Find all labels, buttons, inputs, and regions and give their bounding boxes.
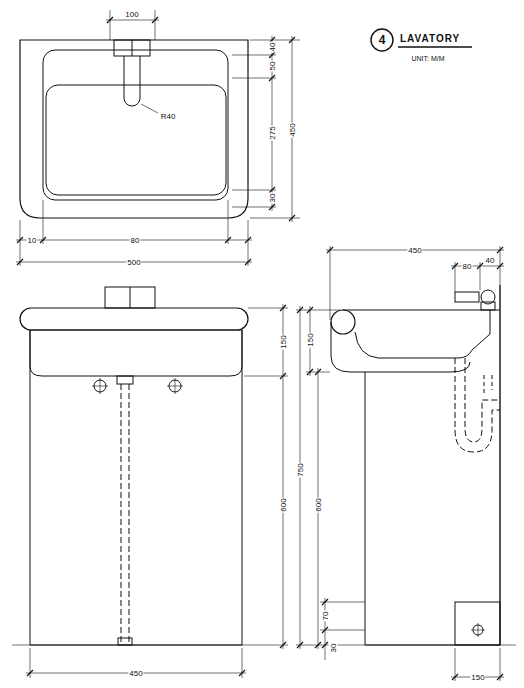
dimension-value: 450 (407, 246, 422, 255)
dimension-value: 450 (128, 669, 143, 678)
dimension-value: 40 (268, 42, 277, 53)
dimension-value: 150 (279, 334, 288, 349)
dimension-value: 500 (126, 258, 141, 267)
dimension-value: R40 (160, 112, 177, 121)
dimension-value: 80 (130, 236, 141, 245)
unit-note: UNIT: M/M (410, 54, 445, 63)
drawing-title: LAVATORY (400, 33, 460, 44)
dimension-value: 275 (268, 125, 277, 140)
dimension-value: 600 (314, 497, 323, 512)
dimension-value: 30 (268, 193, 277, 204)
dimension-value: 450 (288, 122, 297, 137)
dimension-value: 150 (470, 673, 485, 682)
dimension-value: 750 (296, 462, 305, 477)
dimension-value: 150 (306, 332, 315, 347)
dimension-value: 80 (462, 262, 473, 271)
sheet-number: 4 (379, 33, 386, 47)
dimension-value: 50 (268, 61, 277, 72)
dimension-value: 100 (124, 10, 139, 19)
dimension-value: 600 (279, 497, 288, 512)
dimension-value: 30 (329, 643, 338, 654)
dimension-value: 10 (27, 236, 38, 245)
sheet-number-circle: 4 (370, 28, 394, 52)
dimension-value: 70 (321, 611, 330, 622)
dimension-value: 40 (485, 256, 496, 265)
